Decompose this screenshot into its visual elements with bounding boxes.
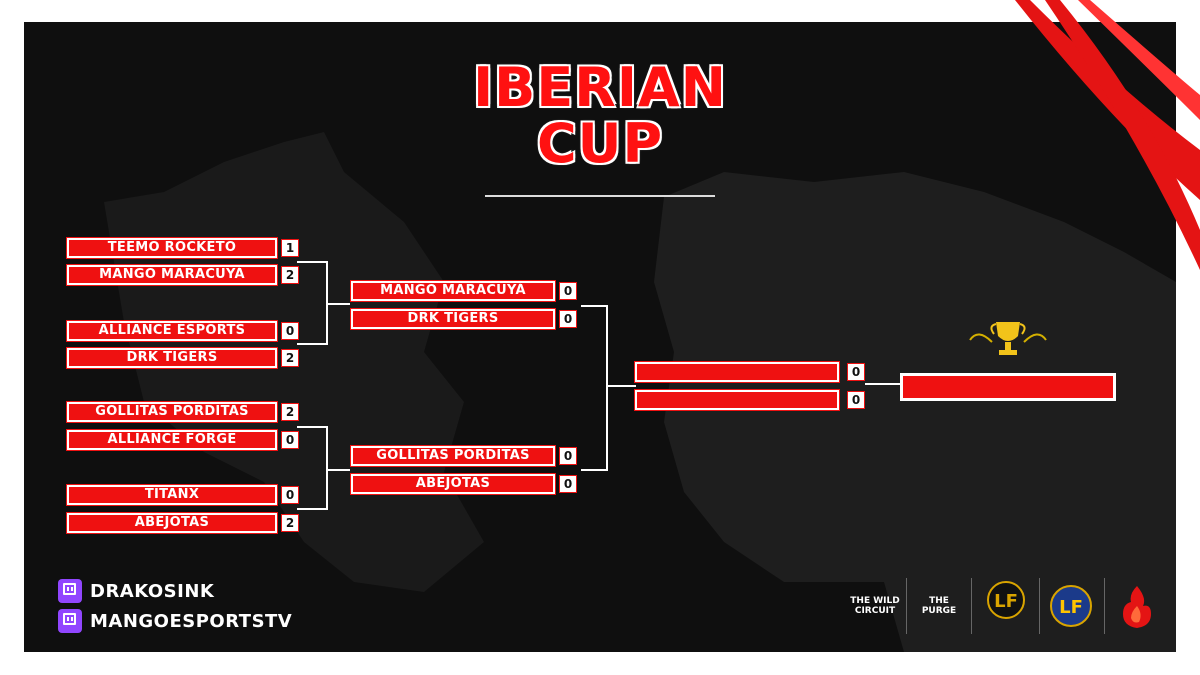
sf-team-3: GOLLITAS PORDITAS 0 [351, 446, 577, 466]
sf-team-1: MANGO MARACUYÁ 0 [351, 281, 577, 301]
final-team-1: 0 [635, 362, 865, 382]
lf-logo: LF [1044, 578, 1098, 634]
team-name: TITANX [67, 485, 277, 505]
team-name: MANGO MARACUYÁ [351, 281, 555, 301]
bracket-connector [297, 426, 327, 428]
team-score: 1 [281, 239, 299, 257]
r1-team-6: ALLIANCE FORGE 0 [67, 430, 299, 450]
iberian-cup-logo: LF [979, 578, 1033, 634]
bracket-connector [326, 303, 350, 305]
logo-divider [971, 578, 972, 634]
title-line-2: CUP [536, 112, 664, 175]
team-score: 0 [559, 310, 577, 328]
team-name: ALLIANCE ESPORTS [67, 321, 277, 341]
bracket-connector [297, 343, 327, 345]
the-wild-circuit-logo: THE WILD CIRCUIT [848, 578, 902, 634]
team-score: 0 [847, 363, 865, 381]
trophy-icon [969, 322, 1047, 355]
title-underline [485, 195, 715, 197]
team-name: GOLLITAS PORDITAS [67, 402, 277, 422]
the-purge-logo: THE PURGE [912, 578, 966, 634]
team-score: 0 [281, 431, 299, 449]
r1-team-2: MANGO MARACUYÁ 2 [67, 265, 299, 285]
team-name: DRK TIGERS [351, 309, 555, 329]
flame-logo [1110, 578, 1164, 634]
team-score: 2 [281, 403, 299, 421]
final-team-2: 0 [635, 390, 865, 410]
social-handle-1[interactable]: DRAKOSINK [58, 579, 214, 603]
team-name: MANGO MARACUYÁ [67, 265, 277, 285]
r1-team-3: ALLIANCE ESPORTS 0 [67, 321, 299, 341]
team-name [635, 362, 839, 382]
r1-team-4: DRK TIGERS 2 [67, 348, 299, 368]
svg-text:LF: LF [1059, 597, 1083, 618]
bracket-connector [297, 508, 327, 510]
team-score: 2 [281, 514, 299, 532]
logo-divider [1104, 578, 1105, 634]
sf-team-2: DRK TIGERS 0 [351, 309, 577, 329]
bracket-connector [297, 261, 327, 263]
social-handle-label: MANGOESPORTSTV [90, 610, 293, 632]
team-name: GOLLITAS PORDITAS [351, 446, 555, 466]
iberian-cup-emblem-icon: LF [987, 581, 1025, 619]
team-name [635, 390, 839, 410]
bracket-connector [581, 305, 607, 307]
bracket-connector [606, 305, 608, 471]
team-name: ALLIANCE FORGE [67, 430, 277, 450]
team-score: 2 [281, 266, 299, 284]
twitch-icon [58, 579, 82, 603]
social-handle-2[interactable]: MANGOESPORTSTV [58, 609, 292, 633]
logo-divider [906, 578, 907, 634]
team-score: 0 [559, 475, 577, 493]
r1-team-7: TITANX 0 [67, 485, 299, 505]
bracket-connector [865, 383, 901, 385]
logo-text: THE WILD CIRCUIT [850, 596, 900, 616]
flame-icon [1123, 586, 1151, 628]
logo-text: THE PURGE [921, 596, 957, 616]
logo-divider [1039, 578, 1040, 634]
team-score: 0 [281, 322, 299, 340]
sf-team-4: ABEJOTAS 0 [351, 474, 577, 494]
team-name: TEEMO ROCKETO [67, 238, 277, 258]
team-score: 0 [847, 391, 865, 409]
r1-team-5: GOLLITAS PORDITAS 2 [67, 402, 299, 422]
team-score: 2 [281, 349, 299, 367]
lf-emblem-icon: LF [1050, 585, 1092, 627]
twitch-icon [58, 609, 82, 633]
bracket-connector [581, 469, 607, 471]
bracket-connector [326, 426, 328, 510]
svg-text:LF: LF [994, 591, 1018, 612]
team-name: ABEJOTAS [67, 513, 277, 533]
r1-team-1: TEEMO ROCKETO 1 [67, 238, 299, 258]
bracket-connector [606, 385, 636, 387]
team-name: DRK TIGERS [67, 348, 277, 368]
title-line-1: IBERIAN [473, 56, 727, 119]
team-name: ABEJOTAS [351, 474, 555, 494]
team-score: 0 [559, 447, 577, 465]
iberia-map-silhouette [654, 172, 1176, 652]
social-handle-label: DRAKOSINK [90, 580, 215, 602]
champion-slot [900, 373, 1116, 401]
team-score: 0 [281, 486, 299, 504]
bracket-connector [326, 469, 350, 471]
team-score: 0 [559, 282, 577, 300]
r1-team-8: ABEJOTAS 2 [67, 513, 299, 533]
